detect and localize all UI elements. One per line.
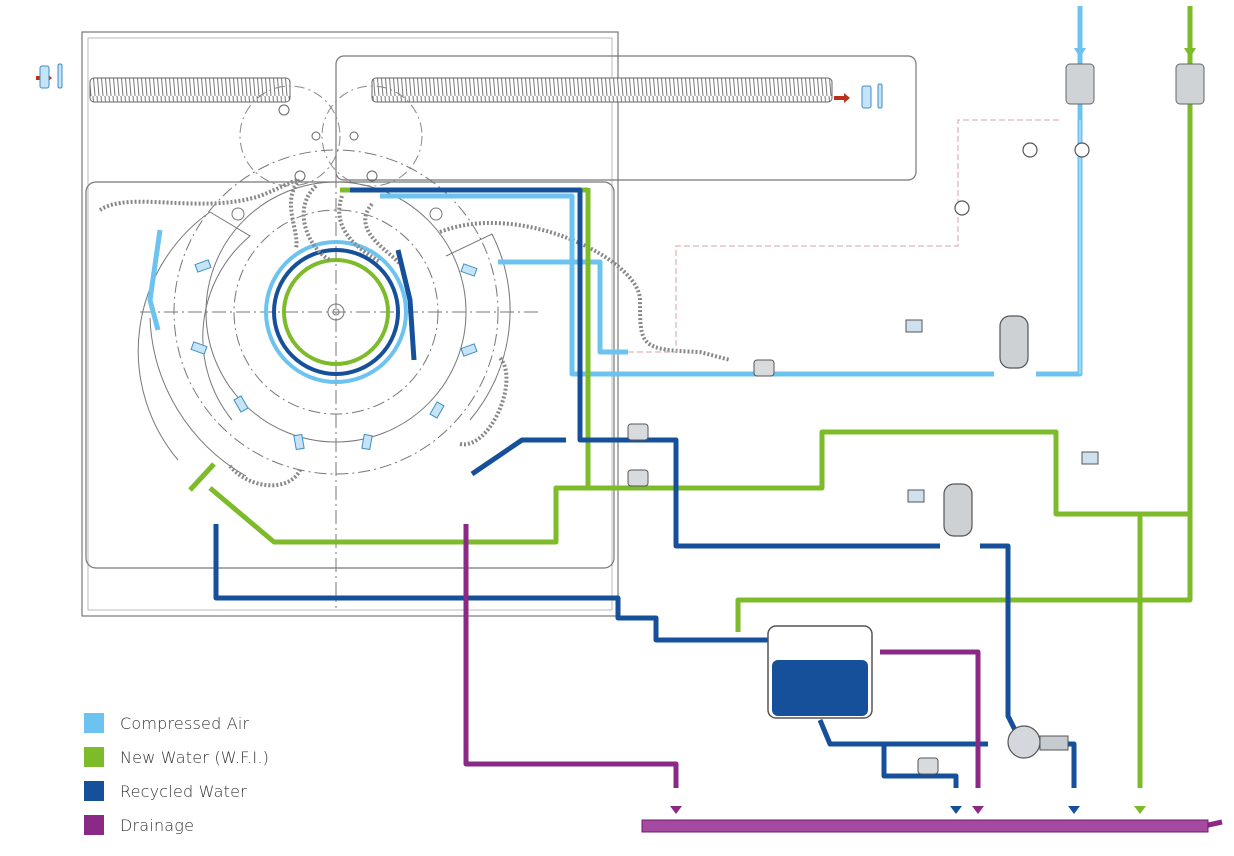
legend-item-compressed-air: Compressed Air [84,706,269,740]
legend-item-new-water: New Water (W.F.I.) [84,740,269,774]
inlet-valve-icon [1065,63,1205,105]
pump-icon [1007,725,1069,759]
legend-item-drainage: Drainage [84,808,269,842]
water-ring [282,258,390,366]
machine-frame [81,31,917,617]
compressed-air-piping [147,6,1083,377]
drain-header [641,819,1209,833]
nozzles [190,259,478,451]
legend-swatch [84,815,104,835]
filter-icon [943,315,1029,537]
recycled-ring [272,248,400,376]
legend-label: Recycled Water [120,781,247,801]
drain-points [670,806,1146,814]
legend: Compressed Air New Water (W.F.I.) Recycl… [84,706,269,842]
hoses [98,178,731,488]
legend-label: Compressed Air [120,713,250,733]
tank-icon [767,625,873,719]
inlet-arrows [1074,48,1196,58]
valve-icon [627,359,939,775]
outfeed-vial-icon [36,63,63,89]
pilot-line [628,119,1060,353]
infeed-vial-icon [834,83,883,109]
legend-swatch [84,713,104,733]
star-wheels [239,85,423,187]
legend-label: New Water (W.F.I.) [120,747,270,767]
new-water-piping [188,6,1193,788]
legend-label: Drainage [120,815,195,835]
rotary-table [137,149,540,608]
gauge-icon [954,142,1090,216]
legend-item-recycled-water: Recycled Water [84,774,269,808]
legend-swatch [84,747,104,767]
air-ring [264,240,408,384]
legend-swatch [84,781,104,801]
recycled-water-piping [213,187,1077,788]
infeed-conveyor [89,77,833,103]
sensor-icon [905,319,1099,503]
